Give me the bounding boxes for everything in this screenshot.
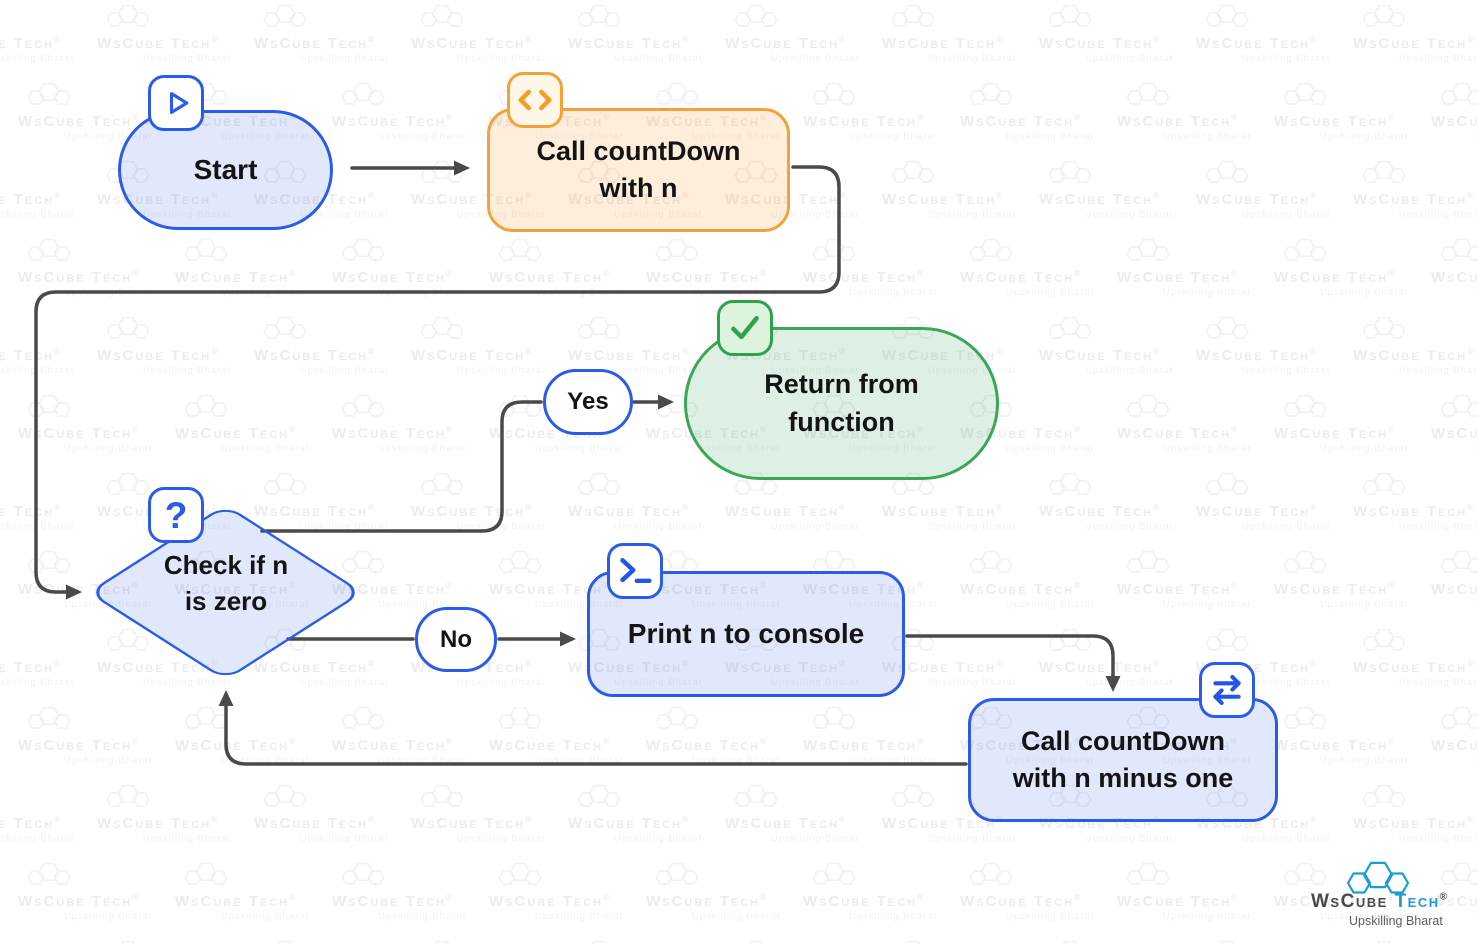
question-icon: ?	[148, 487, 204, 543]
node-call-countdown-minus-label: Call countDown with n minus one	[1013, 723, 1234, 798]
node-call-countdown-label: Call countDown with n	[537, 133, 741, 208]
wscube-tech-logo: WsCube Tech® Upskilling Bharat	[1311, 860, 1461, 928]
edge-print-to-callminus	[905, 634, 1115, 678]
edge-label-no-text: No	[440, 625, 472, 653]
node-call-countdown-minus: Call countDown with n minus one	[968, 698, 1278, 822]
logo-hexagons-icon	[1333, 860, 1461, 896]
label-line: with n minus one	[1012, 763, 1234, 793]
logo-brand-text: WsCube	[1311, 891, 1388, 912]
label-line: function	[788, 406, 895, 437]
edge-label-no: No	[415, 607, 497, 672]
edge-callminus-to-check	[224, 704, 968, 766]
arrowhead	[218, 690, 234, 706]
label-line: Check if n	[163, 550, 289, 580]
terminal-icon	[607, 543, 663, 599]
node-start-label: Start	[193, 153, 258, 185]
arrowhead	[560, 631, 576, 647]
edge-call-to-check	[34, 165, 841, 594]
label-line: Call countDown	[536, 135, 741, 166]
arrowhead	[658, 394, 674, 410]
label-line: Return from	[764, 369, 919, 400]
edge-label-yes-text: Yes	[567, 388, 609, 415]
label-line: with n	[599, 173, 678, 203]
logo-wordmark: WsCube Tech®	[1311, 892, 1461, 911]
play-icon	[148, 75, 204, 131]
node-print-console-label: Print n to console	[627, 617, 865, 649]
logo-tagline: Upskilling Bharat	[1349, 914, 1443, 928]
label-line: Call countDown	[1021, 725, 1225, 756]
logo-brand-accent-text: Tech	[1394, 891, 1440, 912]
arrowhead	[454, 160, 470, 176]
edge-check-to-yes	[260, 400, 543, 533]
node-check-zero-label: Check if n is zero	[106, 548, 346, 620]
label-line: is zero	[184, 585, 268, 616]
question-glyph: ?	[164, 494, 188, 536]
edge-label-yes: Yes	[543, 369, 633, 435]
logo-registered-mark: ®	[1439, 891, 1447, 903]
arrowhead	[66, 584, 82, 600]
arrowhead	[1105, 676, 1121, 692]
node-return-function-label: Return from function	[764, 366, 919, 441]
code-icon	[507, 72, 563, 128]
loop-swap-icon	[1199, 662, 1255, 718]
check-icon	[717, 300, 773, 356]
